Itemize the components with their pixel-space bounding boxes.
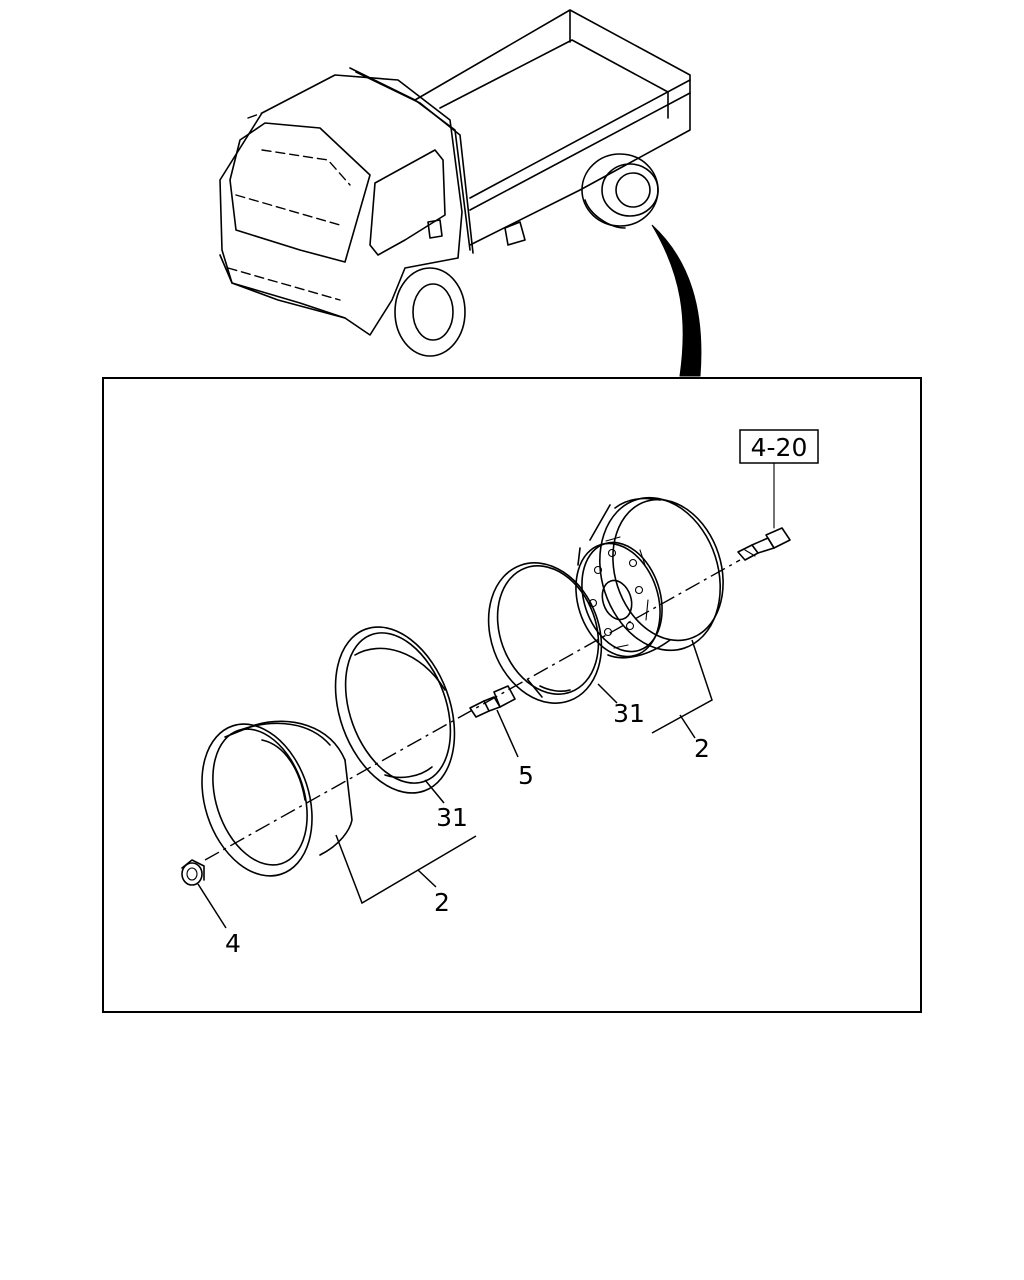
- callout-side-ring-middle: 31: [436, 803, 468, 832]
- detail-frame: [102, 377, 922, 1013]
- side-ring-right: [487, 562, 603, 704]
- callout-stud: 5: [518, 761, 534, 790]
- wheel-axis: [204, 559, 741, 861]
- side-ring-middle: [334, 626, 456, 794]
- callout-rim: 2: [434, 888, 450, 917]
- callout-wheel: 2: [694, 734, 710, 763]
- wheel-nut: [181, 859, 205, 886]
- reference-label: 4-20: [751, 433, 808, 462]
- truck-illustration: [219, 9, 691, 357]
- callout-side-ring-right: 31: [613, 699, 645, 728]
- stud-bolt: [469, 685, 516, 718]
- wheel-bolt: [737, 527, 791, 561]
- reference-box: [739, 429, 819, 464]
- wheel-rim: [201, 720, 353, 877]
- detail-pointer: [651, 224, 702, 377]
- disc-wheel: [575, 496, 724, 659]
- callout-nut: 4: [225, 929, 241, 958]
